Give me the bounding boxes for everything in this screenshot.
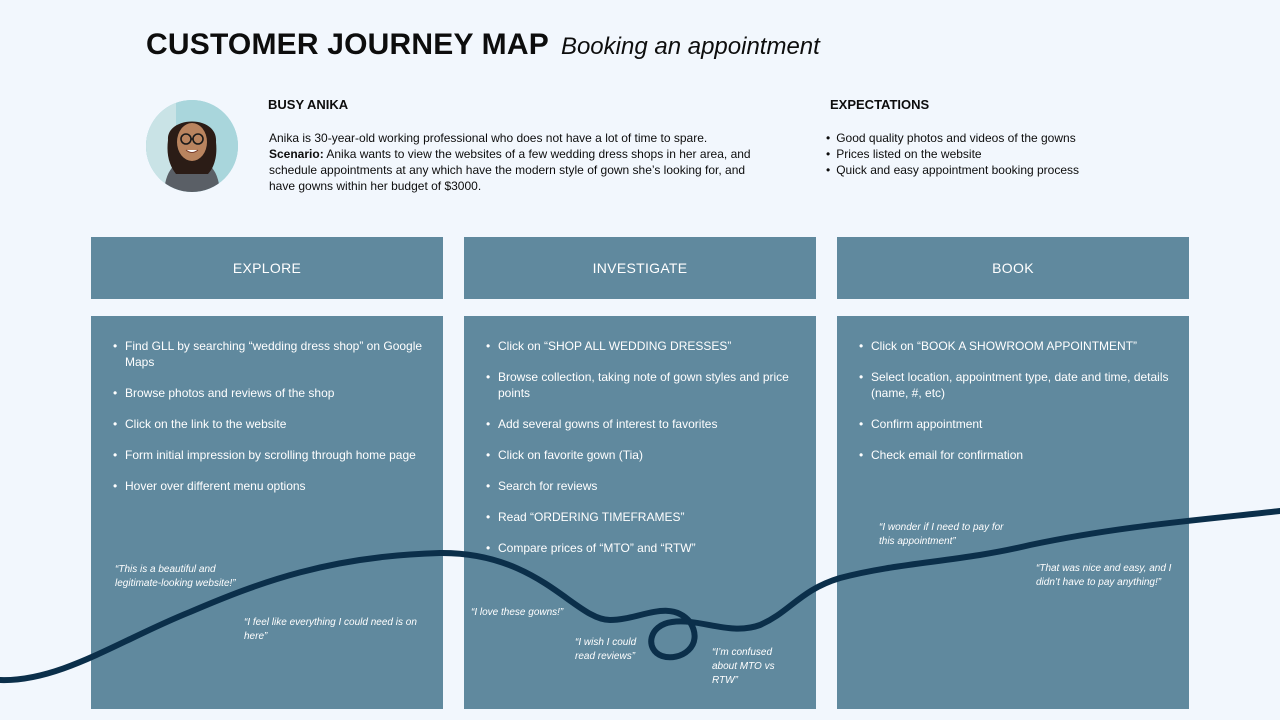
persona-avatar [146, 100, 238, 192]
expectation-item: Quick and easy appointment booking proce… [826, 162, 1079, 178]
title-main: CUSTOMER JOURNEY MAP [146, 28, 549, 61]
step-item: Confirm appointment [859, 416, 1171, 432]
scenario-label: Scenario: [269, 147, 324, 161]
step-item: Read “ORDERING TIMEFRAMES” [486, 509, 798, 525]
book-steps: Click on “BOOK A SHOWROOM APPOINTMENT” S… [837, 316, 1189, 463]
expectation-item: Good quality photos and videos of the go… [826, 130, 1079, 146]
expectations-title: EXPECTATIONS [830, 97, 930, 112]
persona-intro: Anika is 30-year-old working professiona… [269, 131, 708, 145]
quote-investigate-1: “I love these gowns!” [471, 607, 564, 618]
persona-name: BUSY ANIKA [268, 97, 349, 112]
step-item: Click on the link to the website [113, 416, 425, 432]
stage-body-explore: Find GLL by searching “wedding dress sho… [91, 316, 443, 709]
step-item: Find GLL by searching “wedding dress sho… [113, 338, 425, 370]
stage-body-book: Click on “BOOK A SHOWROOM APPOINTMENT” S… [837, 316, 1189, 709]
page-title: CUSTOMER JOURNEY MAP Booking an appointm… [146, 28, 820, 62]
step-item: Click on “SHOP ALL WEDDING DRESSES” [486, 338, 798, 354]
quote-explore-2: “I feel like everything I could need is … [244, 617, 417, 642]
stage-header-book: BOOK [837, 237, 1189, 299]
quote-investigate-2: “I wish I could read reviews” [575, 637, 637, 662]
step-item: Select location, appointment type, date … [859, 369, 1171, 401]
explore-steps: Find GLL by searching “wedding dress sho… [91, 316, 443, 494]
step-item: Add several gowns of interest to favorit… [486, 416, 798, 432]
step-item: Browse photos and reviews of the shop [113, 385, 425, 401]
quote-book-2: “That was nice and easy, and I didn’t ha… [1036, 563, 1172, 588]
quote-explore-1: “This is a beautiful and legitimate-look… [115, 564, 236, 589]
step-item: Check email for confirmation [859, 447, 1171, 463]
expectations-list: Good quality photos and videos of the go… [826, 130, 1079, 178]
step-item: Form initial impression by scrolling thr… [113, 447, 425, 463]
step-item: Hover over different menu options [113, 478, 425, 494]
step-item: Browse collection, taking note of gown s… [486, 369, 798, 401]
persona-scenario: Scenario: Anika wants to view the websit… [269, 146, 769, 194]
step-item: Search for reviews [486, 478, 798, 494]
expectation-item: Prices listed on the website [826, 146, 1079, 162]
quote-investigate-3: “I’m confused about MTO vs RTW” [712, 647, 775, 686]
scenario-text: Anika wants to view the websites of a fe… [269, 147, 751, 193]
quote-book-1: “I wonder if I need to pay for this appo… [879, 522, 1004, 547]
step-item: Click on favorite gown (Tia) [486, 447, 798, 463]
persona-description: Anika is 30-year-old working professiona… [269, 130, 769, 194]
investigate-steps: Click on “SHOP ALL WEDDING DRESSES” Brow… [464, 316, 816, 556]
stage-header-investigate: INVESTIGATE [464, 237, 816, 299]
title-subtitle: Booking an appointment [560, 33, 820, 60]
step-item: Click on “BOOK A SHOWROOM APPOINTMENT” [859, 338, 1171, 354]
step-item: Compare prices of “MTO” and “RTW” [486, 540, 798, 556]
stage-header-explore: EXPLORE [91, 237, 443, 299]
